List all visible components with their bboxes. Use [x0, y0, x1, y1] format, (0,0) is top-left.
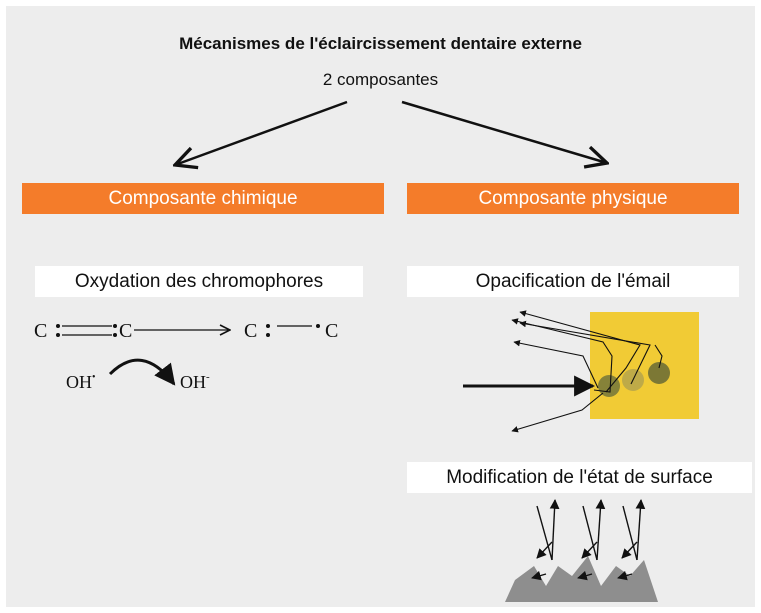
diagram-panel [6, 6, 755, 607]
scatter-ray-5 [511, 392, 604, 433]
curved-transfer-arrow [108, 358, 176, 386]
formula-carbon-4: C [325, 320, 338, 342]
chemical-formula: C C C C OH• OH- [34, 320, 338, 392]
surface-illustration [505, 499, 658, 602]
diagram-subtitle: 2 composantes [322, 70, 439, 89]
chromophore-oxidation-box: Oxydation des chromophores [35, 266, 363, 297]
rough-surface [505, 556, 658, 602]
arrow-to-physical [401, 100, 607, 163]
formula-carbon-1: C [34, 320, 47, 342]
opacification-illustration [463, 310, 699, 433]
enamel-opacification-box: Opacification de l'émail [407, 266, 739, 297]
formula-carbon-2: C [119, 320, 132, 342]
chemical-component-header: Composante chimique [22, 183, 384, 214]
diagram-title: Mécanismes de l'éclaircissement dentaire… [179, 34, 582, 53]
particle-3 [648, 362, 670, 384]
physical-component-header: Composante physique [407, 183, 739, 214]
formula-carbon-3: C [244, 320, 257, 342]
hydroxyl-radical: OH• [66, 372, 96, 392]
scatter-ray-1 [511, 318, 613, 393]
hydroxide-ion: OH- [180, 371, 210, 392]
scatter-ray-2 [519, 310, 641, 393]
arrow-to-chemical [175, 100, 348, 165]
surface-modification-box: Modification de l'état de surface [407, 462, 752, 493]
enamel-block [590, 312, 699, 419]
scatter-ray-3 [519, 320, 651, 385]
scatter-ray-4 [513, 339, 599, 389]
